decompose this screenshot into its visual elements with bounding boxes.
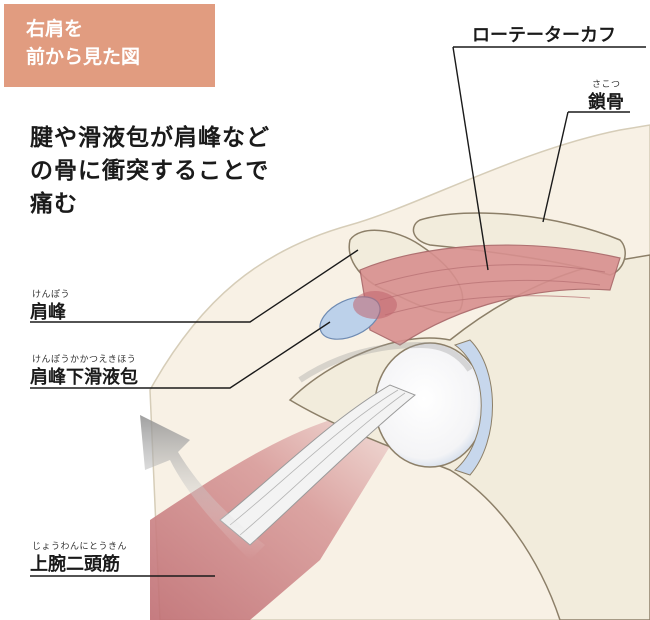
- label-clavicle: 鎖骨: [588, 92, 624, 113]
- badge-line-1: 右肩を: [26, 18, 84, 40]
- biceps-tendon: [219, 384, 416, 546]
- leader-lines: [30, 46, 646, 577]
- leader-clavicle-drop: [542, 111, 569, 223]
- headline: 腱や滑液包が肩峰など の骨に衝突することで 痛む: [30, 122, 270, 221]
- leader-bursa: [30, 321, 331, 389]
- ruby-acromion: けんぽう: [32, 290, 71, 300]
- ruby-bursa: けんぽうかかつえきほう: [32, 355, 137, 365]
- view-badge: 右肩を 前から見た図: [4, 4, 215, 87]
- label-biceps: 上腕二頭筋: [30, 554, 120, 575]
- rotator-cuff-muscle: [359, 244, 621, 346]
- leader-rotator-cuff-drop: [452, 46, 489, 271]
- ruby-biceps: じょうわんにとうきん: [32, 542, 128, 552]
- headline-line-1: 腱や滑液包が肩峰など: [30, 125, 270, 151]
- motion-arrow: [140, 415, 265, 560]
- bursa-bruise: [353, 291, 397, 319]
- badge-line-2: 前から見た図: [26, 46, 141, 68]
- headline-line-2: の骨に衝突することで: [30, 158, 270, 184]
- leader-acromion: [30, 249, 359, 323]
- label-acromion: 肩峰: [30, 302, 66, 323]
- label-bursa: 肩峰下滑液包: [30, 367, 138, 388]
- headline-line-3: 痛む: [30, 191, 78, 217]
- label-rotator-cuff: ローテーターカフ: [472, 25, 616, 46]
- glenoid: [453, 339, 493, 476]
- ruby-clavicle: さこつ: [592, 80, 621, 90]
